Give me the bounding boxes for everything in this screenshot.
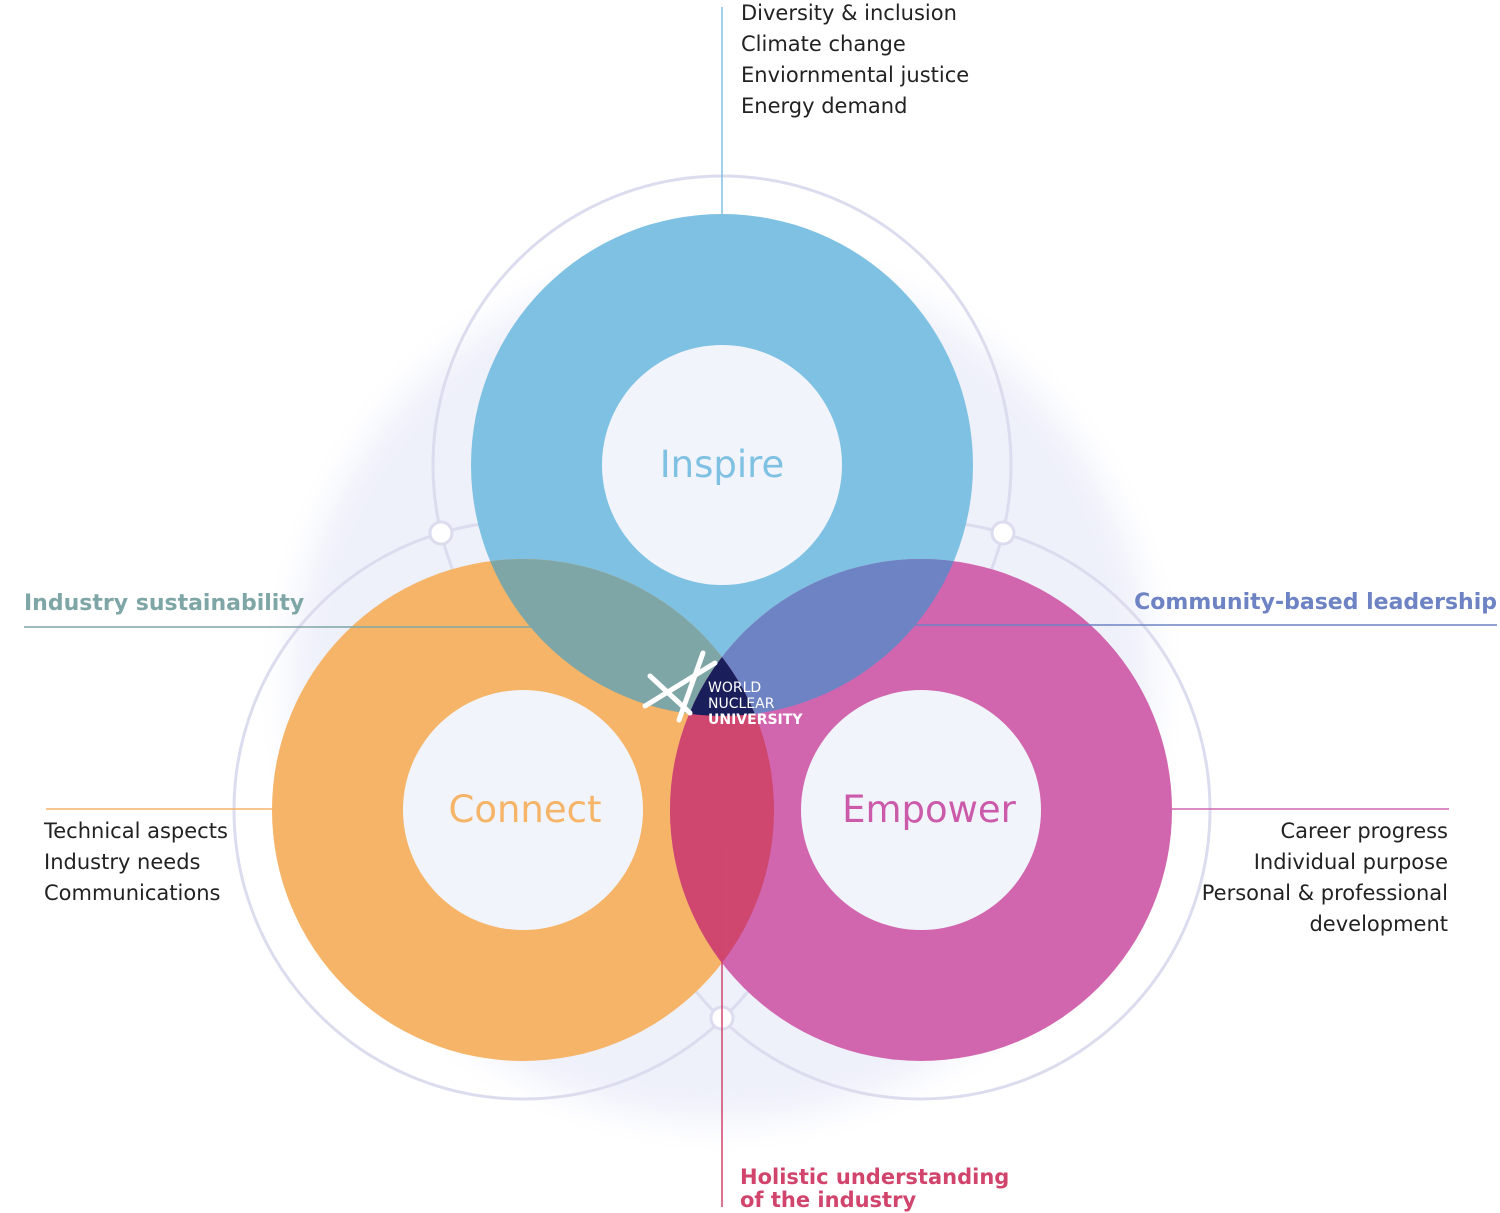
list-item: Communications — [44, 881, 221, 905]
list-item: Energy demand — [741, 94, 908, 118]
list-item: Diversity & inclusion — [741, 1, 957, 25]
empower-label: Empower — [842, 788, 1017, 831]
inspire-inner-disc — [602, 345, 842, 585]
community-leadership-label: Community-based leadership — [1134, 590, 1497, 615]
list-item: Personal & professional — [1201, 881, 1448, 905]
list-item: Technical aspects — [44, 819, 228, 843]
list-item: development — [1309, 912, 1448, 936]
world-nuclear-university-logo: WORLD NUCLEAR UNIVERSITY — [642, 650, 803, 728]
inspire-label: Inspire — [660, 443, 785, 486]
connect-label: Connect — [449, 788, 602, 831]
inspire-topic-list: Diversity & inclusion Climate change Env… — [741, 0, 969, 122]
empower-topic-list: Career progress Individual purpose Perso… — [1202, 816, 1448, 940]
industry-sustainability-label: Industry sustainability — [24, 591, 305, 616]
list-item: Individual purpose — [1253, 850, 1448, 874]
logo-text-university: UNIVERSITY — [708, 712, 803, 728]
list-item: Industry needs — [44, 850, 201, 874]
junction-dot-left — [428, 520, 454, 546]
junction-dot-right — [990, 520, 1016, 546]
logo-text-nuclear: NUCLEAR — [708, 696, 775, 712]
logo-mark-icon — [642, 650, 718, 723]
list-item: Career progress — [1280, 819, 1448, 843]
holistic-label-line2: of the industry — [740, 1188, 917, 1212]
connect-inner-disc — [403, 690, 643, 930]
list-item: Enviornmental justice — [741, 63, 970, 87]
holistic-label-line1: Holistic understanding — [740, 1165, 1010, 1189]
ring-junctions — [428, 520, 1016, 1031]
list-item: Climate change — [741, 32, 906, 56]
overlap-inspire-connect — [471, 559, 774, 716]
logo-text-world: WORLD — [708, 680, 761, 696]
empower-inner-disc — [801, 690, 1041, 930]
connect-topic-list: Technical aspects Industry needs Communi… — [44, 816, 228, 909]
holistic-understanding-label: Holistic understanding of the industry — [740, 1166, 1009, 1212]
overlap-inspire-empower — [670, 559, 973, 716]
